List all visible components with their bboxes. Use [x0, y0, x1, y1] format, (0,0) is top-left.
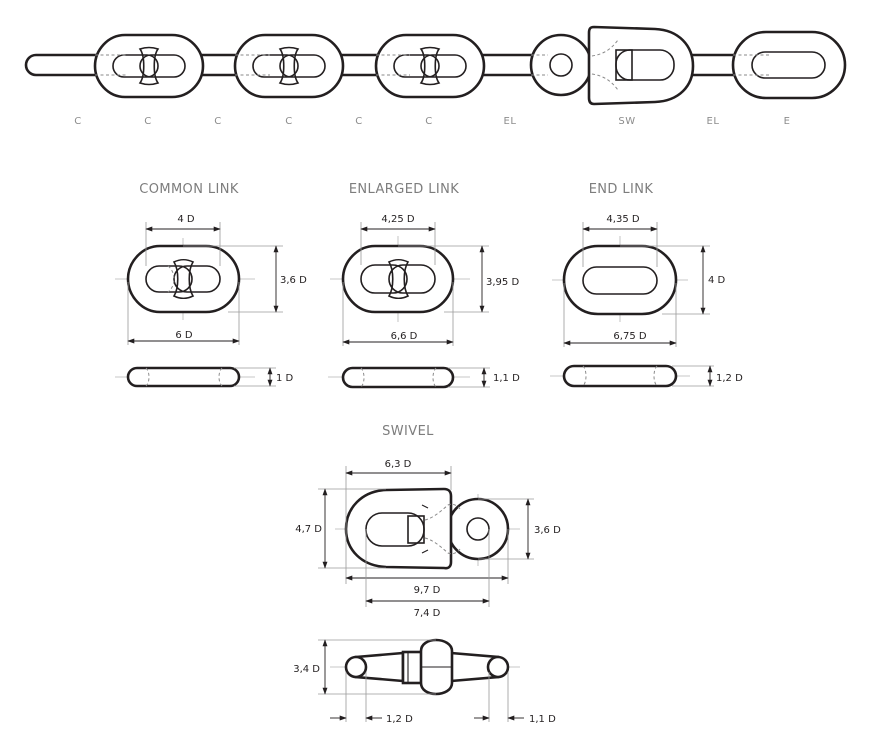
swivel-left-thickness-label: 1,2 D — [386, 714, 413, 725]
chain-code-label: C — [214, 116, 221, 127]
common-link-drawing: COMMON LINK 4 D 3,6 D 6 D 1 D — [115, 182, 307, 388]
chain-code-label: C — [425, 116, 432, 127]
chain-end-link — [731, 30, 847, 100]
end-link-height-label: 4 D — [708, 275, 726, 286]
swivel-eye — [446, 497, 510, 561]
swivel-side-view — [344, 638, 510, 696]
common-link-height-label: 3,6 D — [280, 275, 307, 286]
end-link-outline — [562, 244, 678, 316]
swivel-title: SWIVEL — [382, 424, 434, 439]
swivel-drawing: SWIVEL 6,3 D 4,7 D 3,6 D 9,7 D — [293, 424, 561, 725]
end-link-length-label: 6,75 D — [613, 331, 646, 342]
chain-code-label: C — [74, 116, 81, 127]
enlarged-link-length-label: 6,6 D — [391, 331, 418, 342]
chain-swivel-body — [587, 25, 695, 106]
common-link-title: COMMON LINK — [139, 182, 239, 197]
swivel-right-thickness-label: 1,1 D — [529, 714, 556, 725]
enlarged-link-drawing: ENLARGED LINK 4,25 D 3,95 D 6,6 D 1,1 D — [328, 182, 520, 389]
swivel-inner-length-label: 7,4 D — [414, 608, 441, 619]
chain-code-label: SW — [618, 116, 635, 127]
end-link-width-label: 4,35 D — [606, 214, 639, 225]
chain-common-link — [93, 33, 205, 99]
end-link-side-view — [562, 364, 678, 388]
chain-code-label: C — [285, 116, 292, 127]
chain-code-label: C — [144, 116, 151, 127]
common-link-side-view — [126, 366, 241, 388]
enlarged-link-height-label: 3,95 D — [486, 277, 519, 288]
swivel-eye-height-label: 3,6 D — [534, 525, 561, 536]
chain-code-label: EL — [707, 116, 720, 127]
chain-common-link — [374, 33, 486, 99]
swivel-height-label: 4,7 D — [295, 524, 322, 535]
swivel-body — [344, 487, 453, 570]
common-link-thickness-label: 1 D — [276, 373, 294, 384]
end-link-drawing: END LINK 4,35 D 4 D 6,75 D 1,2 D — [550, 182, 743, 388]
chain-code-label: C — [355, 116, 362, 127]
enlarged-link-side-view — [341, 366, 455, 389]
end-link-thickness-label: 1,2 D — [716, 373, 743, 384]
chain-common-link — [233, 33, 345, 99]
chain-assembly: C C C C C C EL SW EL E — [24, 25, 847, 127]
common-link-outline — [126, 244, 241, 314]
chain-swivel-eye — [529, 33, 593, 97]
enlarged-link-outline — [341, 244, 455, 314]
common-link-width-label: 4 D — [177, 214, 195, 225]
swivel-total-length-label: 9,7 D — [414, 585, 441, 596]
swivel-side-height-label: 3,4 D — [293, 664, 320, 675]
chain-code-label: E — [784, 116, 791, 127]
common-link-length-label: 6 D — [175, 330, 193, 341]
chain-code-label: EL — [504, 116, 517, 127]
swivel-body-length-label: 6,3 D — [385, 459, 412, 470]
enlarged-link-width-label: 4,25 D — [381, 214, 414, 225]
enlarged-link-thickness-label: 1,1 D — [493, 373, 520, 384]
enlarged-link-title: ENLARGED LINK — [349, 182, 459, 197]
end-link-title: END LINK — [589, 182, 654, 197]
